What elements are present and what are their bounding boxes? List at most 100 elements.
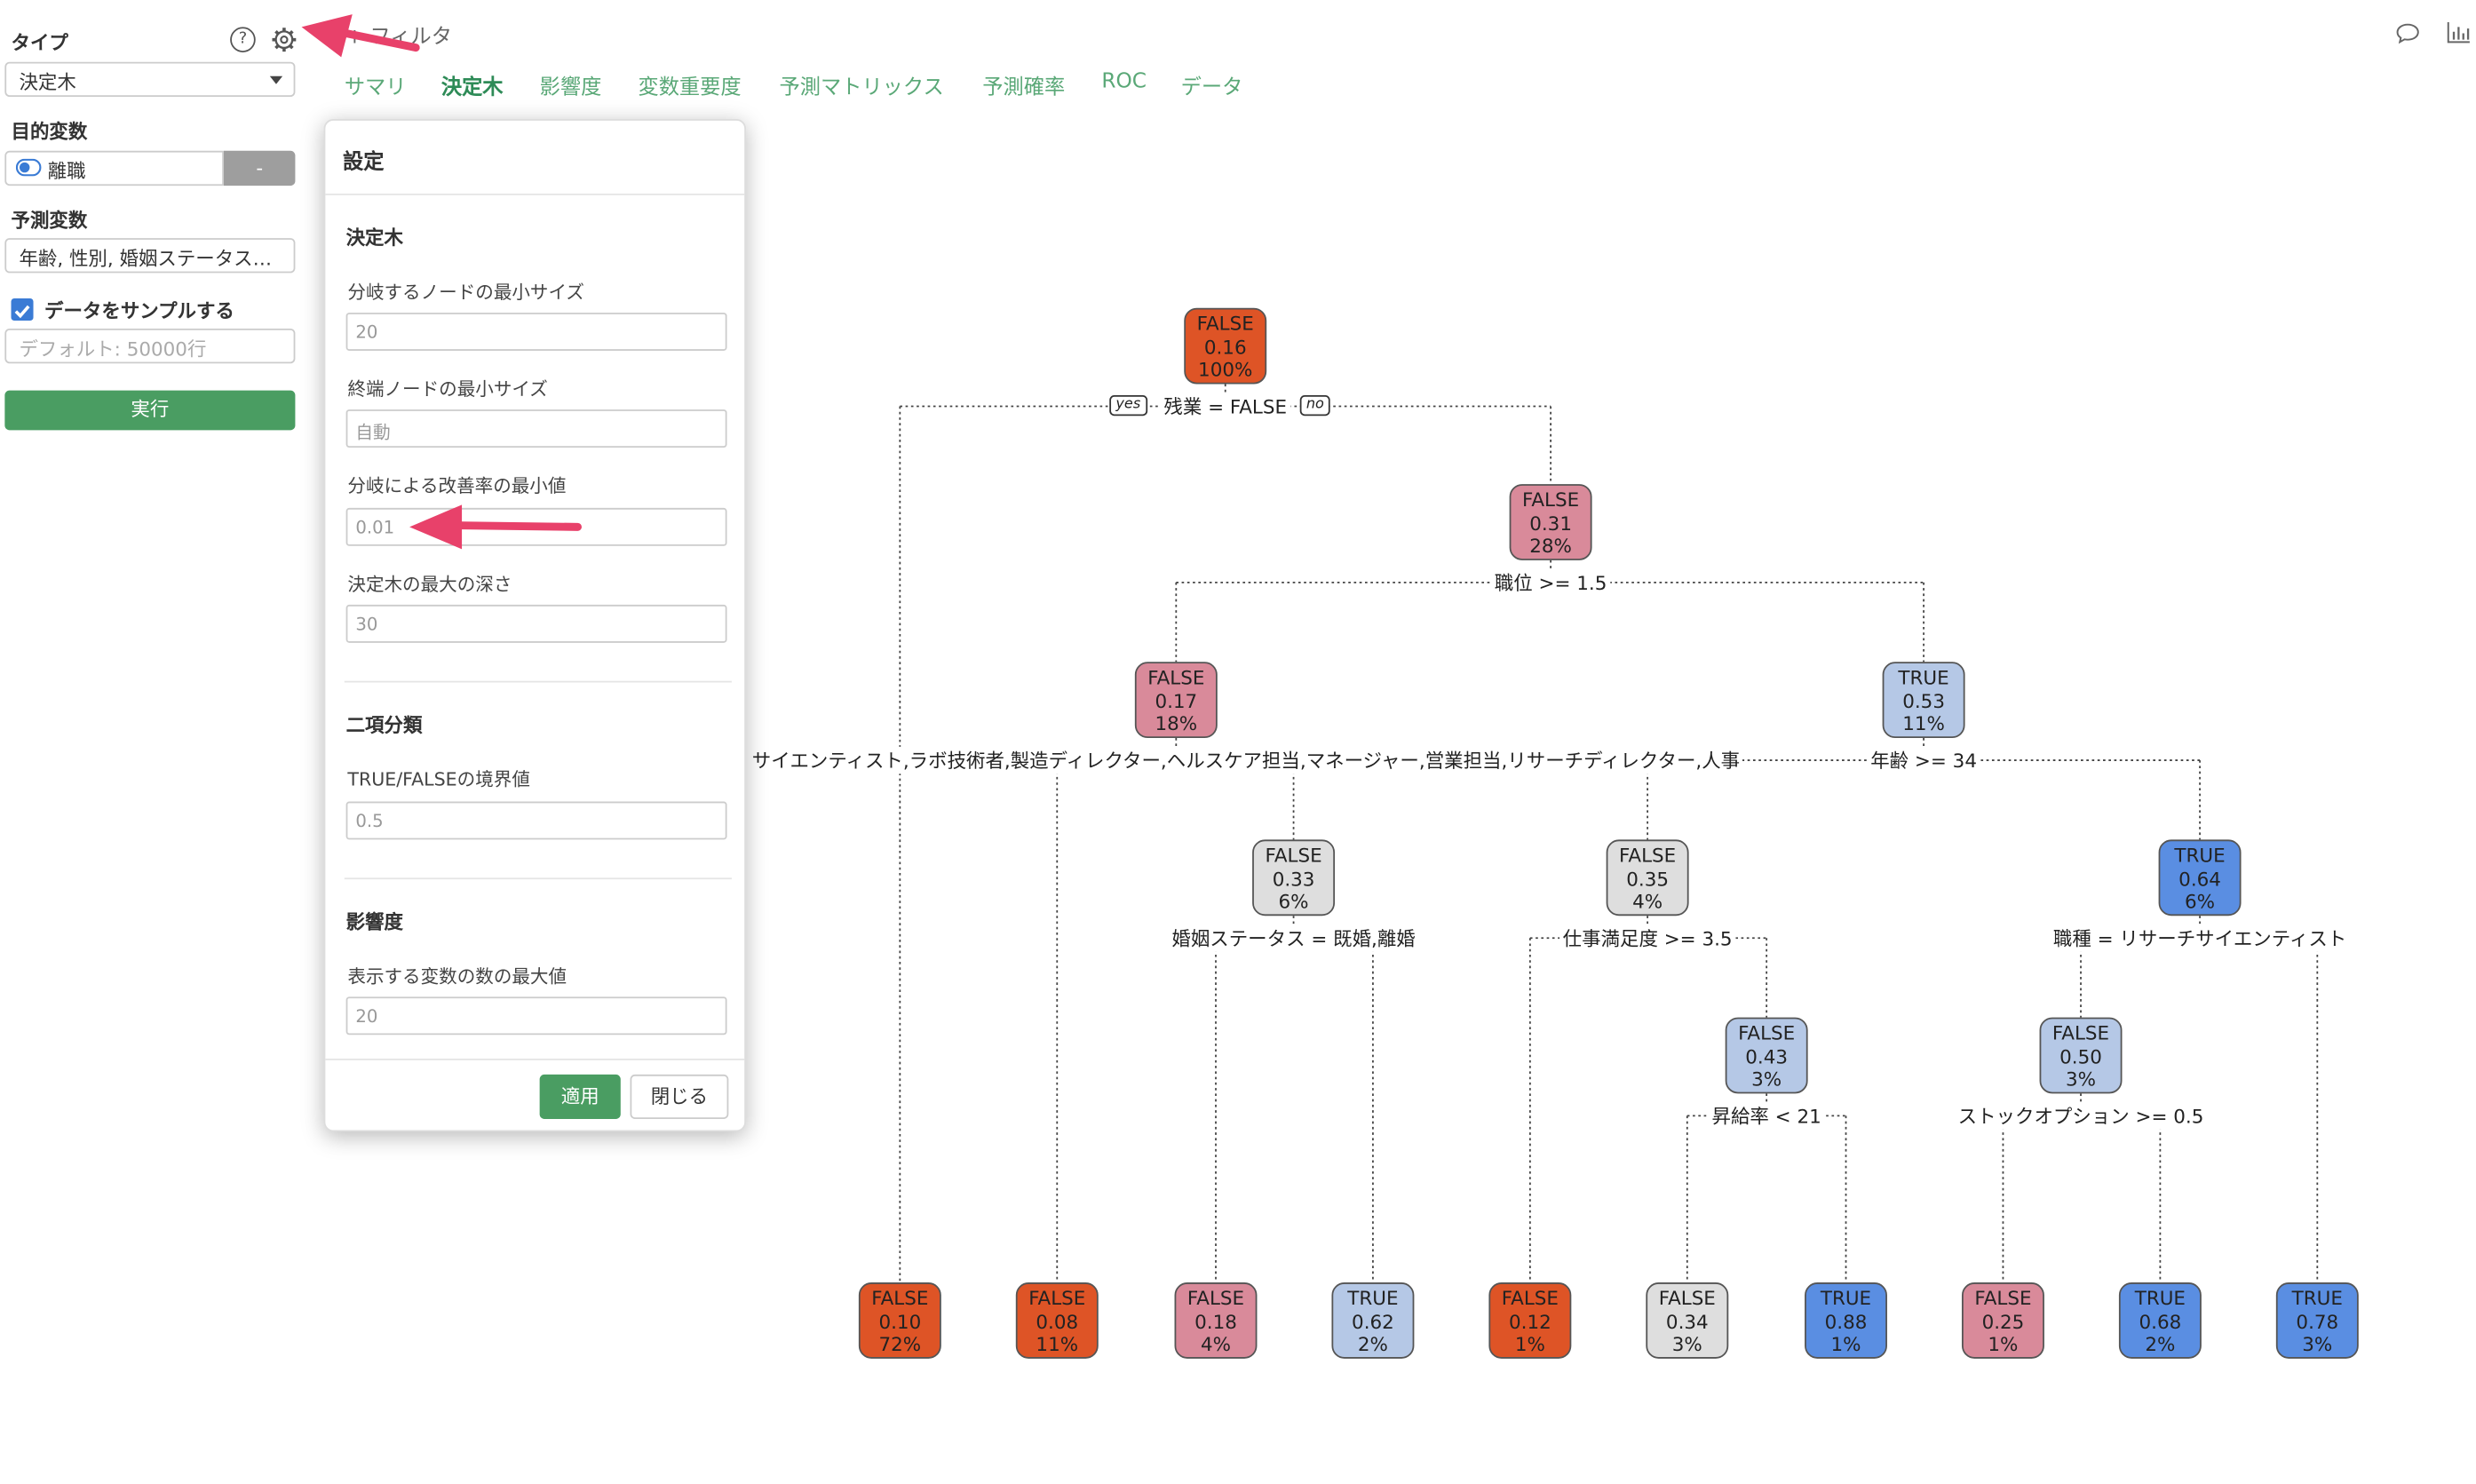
target-label: 目的変数 xyxy=(11,120,88,143)
split-label: ストックオプション >= 0.5 xyxy=(1955,1102,2207,1130)
min-split-input[interactable]: 20 xyxy=(345,313,727,351)
node-label: FALSE xyxy=(1522,488,1580,512)
binary-section-title: 二項分類 xyxy=(345,714,423,737)
node-value: 0.10 xyxy=(878,1310,922,1333)
node-pct: 4% xyxy=(1200,1333,1232,1356)
max-vars-input[interactable]: 20 xyxy=(345,996,727,1036)
node-label: TRUE xyxy=(1347,1287,1399,1310)
node-pct: 3% xyxy=(2065,1067,2097,1091)
node-label: FALSE xyxy=(1196,313,1254,336)
node-value: 0.53 xyxy=(1902,689,1945,712)
predictors-field[interactable]: 年齢, 性別, 婚姻ステータス… xyxy=(4,238,296,274)
node-label: FALSE xyxy=(1738,1021,1796,1044)
node-pct: 4% xyxy=(1632,890,1663,913)
min-bucket-input[interactable]: 自動 xyxy=(345,409,727,448)
chart-icon[interactable] xyxy=(2446,20,2472,44)
help-icon[interactable]: ? xyxy=(230,27,256,52)
node-value: 0.34 xyxy=(1665,1310,1709,1333)
node-pct: 1% xyxy=(1514,1333,1545,1356)
divider xyxy=(325,194,745,195)
node-value: 0.35 xyxy=(1626,867,1669,890)
node-value: 0.18 xyxy=(1194,1310,1237,1333)
apply-button[interactable]: 適用 xyxy=(539,1074,621,1119)
cp-input[interactable]: 0.01 xyxy=(345,507,727,546)
node-pct: 2% xyxy=(2145,1333,2176,1356)
node-label: FALSE xyxy=(1501,1287,1559,1310)
split-label: 年齢 >= 34 xyxy=(1867,746,1980,774)
node-value: 0.43 xyxy=(1745,1044,1789,1067)
node-pct: 2% xyxy=(1357,1333,1388,1356)
node-value: 0.16 xyxy=(1203,335,1247,359)
sample-label[interactable]: データをサンプルする xyxy=(44,299,234,322)
type-select[interactable]: 決定木 xyxy=(4,61,296,98)
max-vars-label: 表示する変数の数の最大値 xyxy=(347,964,567,988)
node-pct: 6% xyxy=(2185,890,2216,913)
tab-prediction-matrix[interactable]: 予測マトリックス xyxy=(779,75,944,100)
node-label: FALSE xyxy=(1028,1287,1086,1310)
gear-icon[interactable] xyxy=(272,27,298,52)
split-label: 残業 = FALSE xyxy=(1160,393,1290,420)
node-pct: 11% xyxy=(1036,1333,1079,1356)
tree-section-title: 決定木 xyxy=(345,226,403,250)
node-value: 0.25 xyxy=(1981,1310,2025,1333)
threshold-label: TRUE/FALSEの境界値 xyxy=(347,768,530,791)
comment-icon[interactable] xyxy=(2395,22,2421,44)
node-label: FALSE xyxy=(1619,844,1677,867)
target-remove-button[interactable]: - xyxy=(223,150,296,186)
node-label: FALSE xyxy=(1186,1287,1245,1310)
node-value: 0.33 xyxy=(1272,867,1315,890)
split-label: 仕事満足度 >= 3.5 xyxy=(1559,925,1736,952)
max-depth-input[interactable]: 30 xyxy=(345,604,727,643)
split-label: 職位 >= 1.5 xyxy=(1491,568,1610,597)
close-button[interactable]: 閉じる xyxy=(630,1074,729,1119)
node-label: FALSE xyxy=(871,1287,929,1310)
min-split-label: 分岐するノードの最小サイズ xyxy=(347,281,584,304)
node-pct: 1% xyxy=(1830,1333,1861,1356)
sample-checkbox[interactable] xyxy=(11,298,34,321)
node-value: 0.88 xyxy=(1824,1310,1868,1333)
divider xyxy=(325,1059,745,1060)
tab-prediction-probability[interactable]: 予測確率 xyxy=(982,75,1066,100)
tab-variable-importance[interactable]: 変数重要度 xyxy=(638,75,742,100)
type-select-value: 決定木 xyxy=(19,71,76,94)
tab-data[interactable]: データ xyxy=(1180,75,1243,100)
sample-size-input[interactable]: デフォルト: 50000行 xyxy=(4,328,296,364)
predictors-label: 予測変数 xyxy=(11,209,88,232)
tab-roc[interactable]: ROC xyxy=(1101,69,1147,94)
target-field[interactable]: 離職 xyxy=(4,150,224,186)
split-label: 婚姻ステータス = 既婚,離婚 xyxy=(1168,925,1419,952)
node-pct: 18% xyxy=(1155,712,1198,735)
node-pct: 28% xyxy=(1529,535,1572,558)
node-value: 0.50 xyxy=(2059,1044,2102,1067)
tab-summary[interactable]: サマリ xyxy=(344,75,407,100)
settings-dialog: 設定 決定木 分岐するノードの最小サイズ 20 終端ノードの最小サイズ 自動 分… xyxy=(323,119,746,1132)
toggle-icon[interactable] xyxy=(15,158,42,177)
chevron-down-icon xyxy=(269,75,283,84)
threshold-input[interactable]: 0.5 xyxy=(345,801,727,840)
node-label: TRUE xyxy=(2291,1287,2343,1310)
run-button[interactable]: 実行 xyxy=(4,390,296,431)
node-pct: 11% xyxy=(1902,712,1945,735)
tab-impact[interactable]: 影響度 xyxy=(539,75,602,100)
tab-decision-tree[interactable]: 決定木 xyxy=(440,75,504,100)
node-value: 0.64 xyxy=(2178,867,2221,890)
node-pct: 72% xyxy=(878,1333,922,1356)
node-label: TRUE xyxy=(1820,1287,1872,1310)
node-value: 0.31 xyxy=(1529,512,1572,535)
node-label: FALSE xyxy=(1265,844,1322,867)
node-pct: 6% xyxy=(1278,890,1309,913)
node-label: TRUE xyxy=(2134,1287,2186,1310)
